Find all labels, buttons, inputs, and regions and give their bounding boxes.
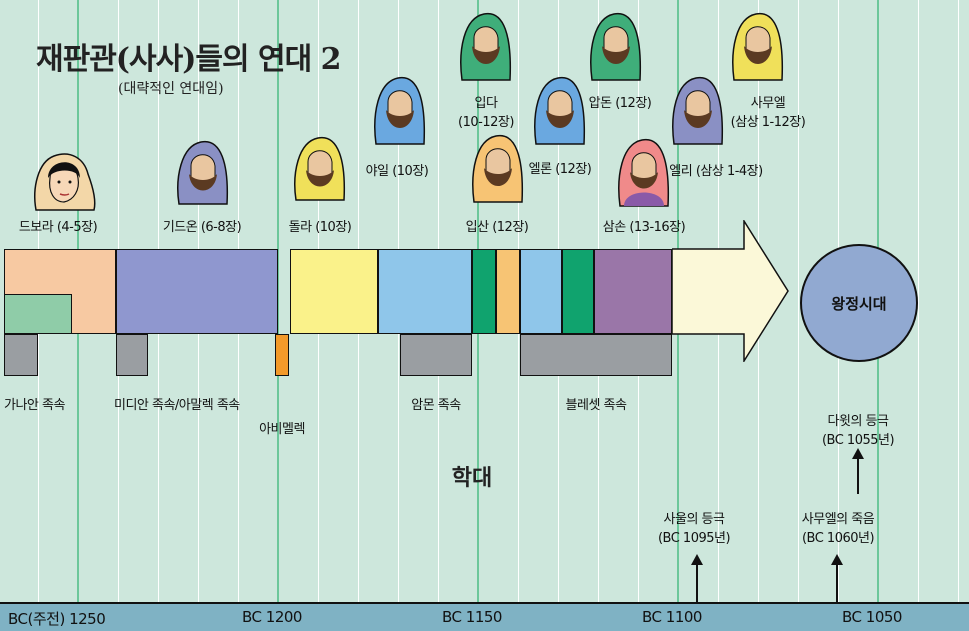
period-tola [290, 249, 378, 334]
grid-line [958, 0, 959, 602]
axis-tick-1250: BC(주전) 1250 [8, 610, 106, 628]
label-midianites-amalekites: 미디안 족속/아말렉 족속 [114, 398, 240, 413]
judge-label-eli: 엘리 (삼상 1-4장) [669, 164, 763, 179]
label-abimelech: 아비멜렉 [259, 422, 305, 437]
period-gideon [116, 249, 278, 334]
period-abdon [562, 249, 594, 334]
period-elon [520, 249, 562, 334]
judge-tola-portrait-icon [294, 136, 346, 201]
abimelech-bar [275, 334, 289, 376]
oppression-heading: 학대 [451, 465, 493, 491]
judge-eli-portrait-icon [672, 76, 724, 145]
judge-label-gideon: 기드온 (6-8장) [162, 220, 242, 235]
judge-label-ibzan: 입산 (12장) [465, 220, 529, 235]
judge-label-tola: 돌라 (10장) [288, 220, 352, 235]
judge-label-deborah: 드보라 (4-5장) [18, 220, 98, 235]
judge-ibzan-portrait-icon [472, 134, 524, 203]
woman-portrait-icon [34, 153, 96, 211]
time-axis: BC(주전) 1250 BC 1200 BC 1150 BC 1100 BC 1… [0, 602, 969, 631]
grid-line [918, 0, 919, 602]
period-samson [594, 249, 672, 334]
period-ibzan [496, 249, 520, 334]
event-david-date: (BC 1055년) [821, 433, 895, 448]
major-grid-line [277, 0, 279, 602]
event-samuel-death-date: (BC 1060년) [801, 531, 875, 546]
event-saul-date: (BC 1095년) [657, 531, 731, 546]
judge-label-jephthah-chapters: (10-12장) [458, 115, 514, 130]
axis-tick-1050: BC 1050 [842, 608, 902, 626]
event-david-title: 다윗의 등극 [827, 414, 889, 429]
judge-label-jair: 야일 (10장) [365, 164, 429, 179]
monarchy-circle: 왕정시대 [800, 244, 918, 362]
oppression-midian-bar [116, 334, 148, 376]
judge-label-samuel-chapters: (삼상 1-12장) [730, 115, 806, 130]
judge-gideon-portrait-icon [177, 140, 229, 205]
event-samuel-death: 사무엘의 죽음 (BC 1060년) [801, 508, 875, 546]
judge-samuel-portrait-icon [732, 12, 784, 81]
period-deborah-overlap [4, 294, 72, 334]
judge-label-elon: 엘론 (12장) [528, 162, 592, 177]
oppression-canaan-bar [4, 334, 38, 376]
judge-elon-portrait-icon [534, 76, 586, 145]
diagram-title: 재판관(사사)들의 연대 2 [36, 42, 342, 77]
oppression-philistine-bar [520, 334, 672, 376]
judge-jair-portrait-icon [374, 76, 426, 145]
arrow-up-icon [691, 554, 703, 565]
arrow-up-icon [831, 554, 843, 565]
judge-label-jephthah: 입다 (10-12장) [458, 92, 514, 130]
diagram-subtitle: (대략적인 연대임) [118, 81, 224, 97]
event-saul-title: 사울의 등극 [663, 512, 725, 527]
event-saul-coronation: 사울의 등극 (BC 1095년) [657, 508, 731, 546]
arrow-to-kingdom-icon [672, 220, 789, 362]
judge-label-samson: 삼손 (13-16장) [602, 220, 686, 235]
axis-tick-1150: BC 1150 [442, 608, 502, 626]
judge-label-abdon: 압돈 (12장) [588, 96, 652, 111]
axis-tick-1200: BC 1200 [242, 608, 302, 626]
arrow-up-icon [836, 562, 838, 602]
arrow-up-icon [696, 562, 698, 602]
event-david-coronation: 다윗의 등극 (BC 1055년) [821, 410, 895, 448]
arrow-up-icon [852, 448, 864, 459]
period-jephthah [472, 249, 496, 334]
event-samuel-death-title: 사무엘의 죽음 [801, 512, 875, 527]
judge-label-samuel-name: 사무엘 [750, 96, 786, 111]
period-jair [378, 249, 472, 334]
judge-jephthah-portrait-icon [460, 12, 512, 81]
label-philistines: 블레셋 족속 [565, 398, 627, 413]
label-ammonites: 암몬 족속 [411, 398, 461, 413]
judge-abdon-portrait-icon [590, 12, 642, 81]
judge-label-jephthah-name: 입다 [474, 96, 498, 111]
arrow-up-icon [857, 456, 859, 494]
axis-tick-1100: BC 1100 [642, 608, 702, 626]
oppression-ammon-bar [400, 334, 472, 376]
judge-label-samuel: 사무엘 (삼상 1-12장) [731, 92, 806, 130]
judge-samson-portrait-icon [618, 138, 670, 207]
label-canaanites: 가나안 족속 [4, 398, 65, 413]
grid-line [798, 0, 799, 602]
